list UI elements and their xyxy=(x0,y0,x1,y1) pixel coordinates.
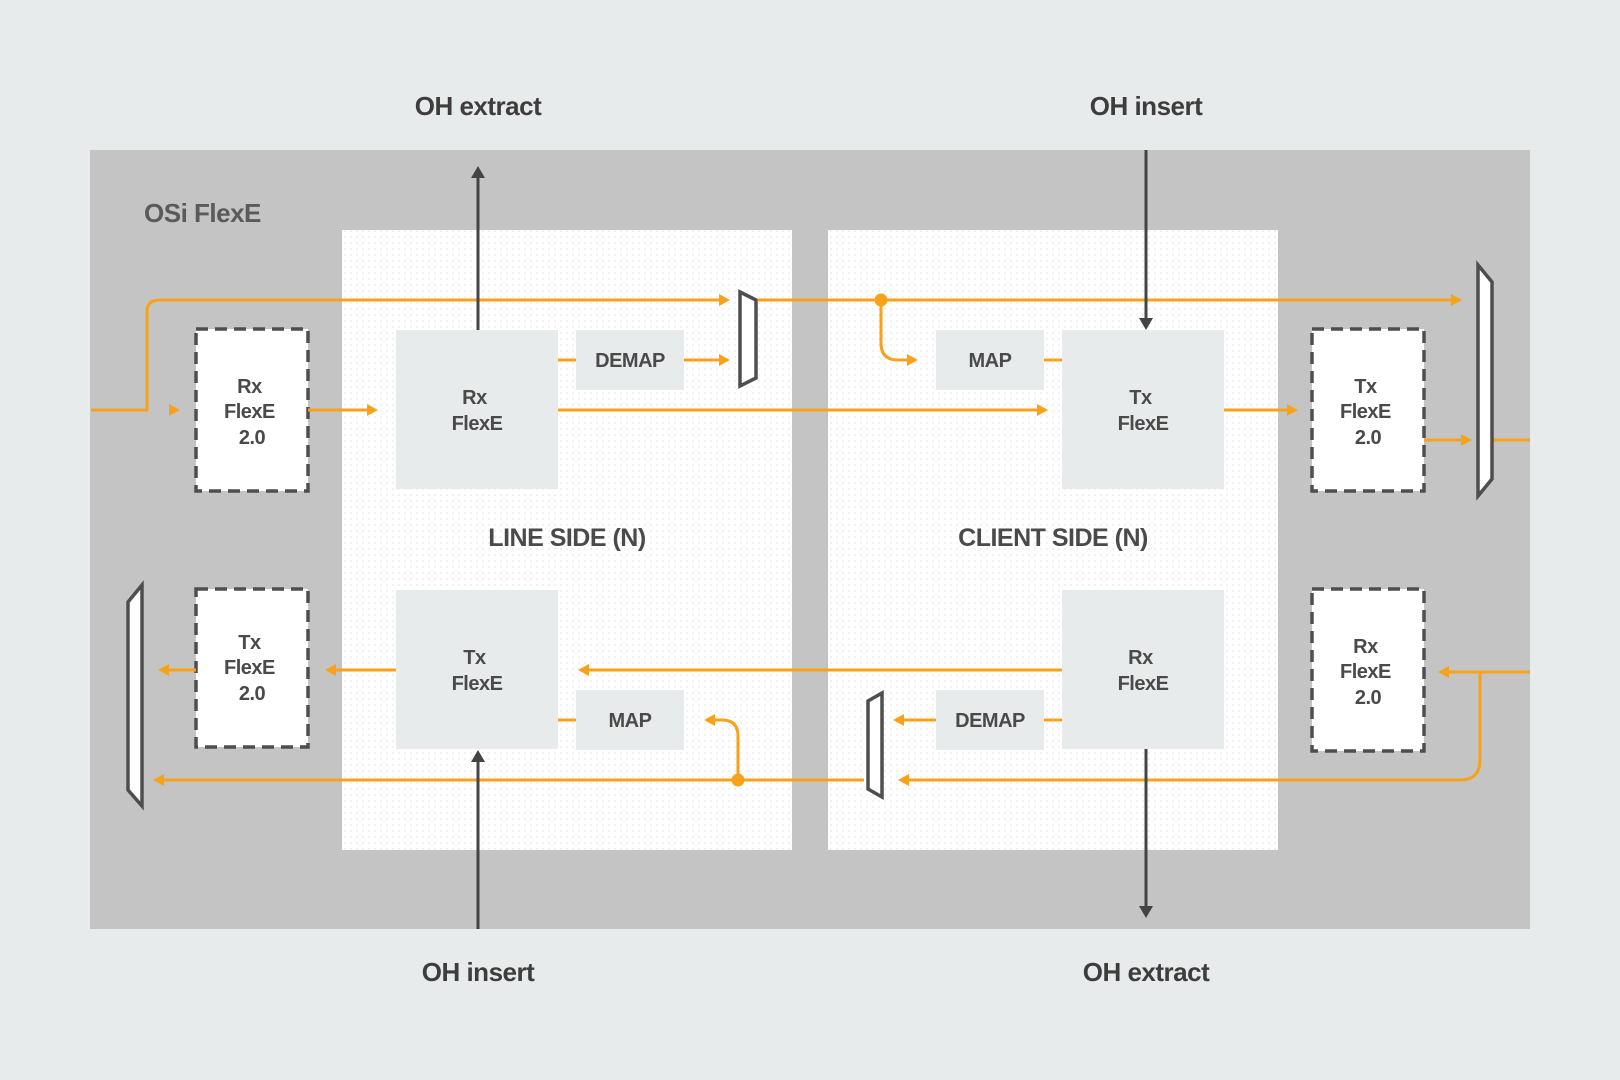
map-client-block xyxy=(936,330,1044,390)
oh-insert-top-label: OH insert xyxy=(1090,91,1203,121)
mux-left xyxy=(126,580,144,811)
oh-extract-bottom-label: OH extract xyxy=(1083,957,1210,987)
tx-flexe-line-label: Tx FlexE xyxy=(452,647,503,695)
overhead-arrows xyxy=(471,150,1153,929)
map-line-label: MAP xyxy=(609,710,652,732)
map-client-label: MAP xyxy=(969,350,1012,372)
rx-flexe-line-label: Rx FlexE xyxy=(452,387,503,435)
mux-line-top xyxy=(738,289,758,389)
tx-flexe20-left-label: Tx FlexE 2.0 xyxy=(224,632,280,705)
flow-lines xyxy=(91,298,1530,782)
map-line-block xyxy=(576,690,684,750)
rx-flexe-client-label: Rx FlexE xyxy=(1118,647,1169,695)
top-junction-dot xyxy=(874,293,888,307)
tx-flexe-line-block xyxy=(396,590,558,749)
demap-line-block xyxy=(576,330,684,390)
osi-flexe-title: OSi FlexE xyxy=(144,198,261,228)
oh-insert-bottom-label: OH insert xyxy=(422,957,535,987)
demap-client-label: DEMAP xyxy=(955,710,1025,732)
demap-client-block xyxy=(936,690,1044,750)
tx-flexe20-right-box xyxy=(1310,327,1426,493)
tx-flexe-client-label: Tx FlexE xyxy=(1118,387,1169,435)
rx-flexe20-right-box xyxy=(1310,587,1426,753)
rx-flexe20-left-label: Rx FlexE 2.0 xyxy=(224,376,280,449)
mux-client-bottom xyxy=(866,689,884,801)
osi-flexe-panel xyxy=(90,150,1530,929)
tx-flexe20-left-box xyxy=(194,587,310,749)
tx-flexe-client-block xyxy=(1062,330,1224,489)
flow-arrowheads xyxy=(153,294,1472,786)
rx-flexe20-right-label: Rx FlexE 2.0 xyxy=(1340,636,1396,709)
bottom-junction-dot xyxy=(731,773,745,787)
rx-flexe-line-block xyxy=(396,330,558,489)
tx-flexe20-right-label: Tx FlexE 2.0 xyxy=(1340,376,1396,449)
line-side-label: LINE SIDE (N) xyxy=(488,524,646,552)
demap-line-label: DEMAP xyxy=(595,350,665,372)
client-side-label: CLIENT SIDE (N) xyxy=(958,524,1148,552)
oh-extract-top-label: OH extract xyxy=(415,91,542,121)
mux-right xyxy=(1476,260,1494,501)
rx-flexe-client-block xyxy=(1062,590,1224,749)
